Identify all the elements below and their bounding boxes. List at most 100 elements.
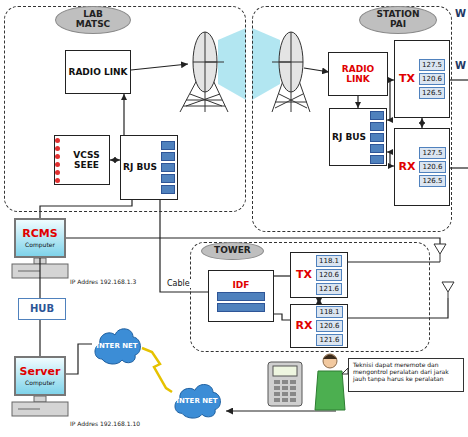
box-label: RADIO LINK [329,64,387,85]
port-bar [370,122,384,131]
key [282,392,288,396]
receiver-box: RX127.5 120.6 126.5 [394,128,450,206]
frequency-cell: 120.6 [316,269,342,281]
dish-antenna [272,32,310,112]
region-outline: LAB MATSC RADIO LINK VCSS SEEE RJ BUS [4,6,246,212]
key [290,380,296,384]
frequency-column: 127.5 120.6 126.5 [419,146,445,188]
button-dot [55,154,60,159]
idf-box: IDF [208,270,274,322]
connector [110,159,120,160]
connector [160,200,208,292]
technician-figure [315,354,348,410]
port-bar [370,155,384,164]
transmitter-box: TX 127.5 120.6 126.5 [394,40,450,118]
cropped-letter: W [455,60,466,71]
rj-bus-box: RJ BUS [329,108,387,166]
frequency-cell: 127.5 [419,59,445,71]
frequency-cell: 126.5 [419,87,445,99]
cloud-label: INTER NET [176,397,217,405]
telephone [268,362,302,406]
frequency-cell: 127.5 [419,147,445,159]
key [282,398,288,402]
frequency-cell: 118.1 [316,255,342,267]
microwave-beam [218,28,280,100]
rj-bus-box: RJ BUS [120,135,178,200]
vcss-box: VCSS SEEE [54,135,110,185]
cropped-letter: W [455,8,466,19]
band-label: RX [399,161,416,174]
computer-monitor: ServerComputer [14,356,66,396]
button-column [55,136,60,184]
port-bar [161,152,175,161]
patch-bar [217,303,265,312]
button-dot [55,162,60,167]
button-dot [55,146,60,151]
ip-address: IP Addres 192.168.1.10 [70,420,140,427]
frequency-column: 127.5 120.6 126.5 [419,58,445,100]
button-dot [55,170,60,175]
frequency-cell: 120.6 [316,320,342,332]
key [274,398,280,402]
frequency-cell: 121.6 [316,334,342,346]
note-box: Teknisi dapat meremote dan mengontrol pe… [348,358,464,392]
key [274,386,280,390]
band-label: TX [399,73,415,86]
computer-caption: Computer [25,379,55,386]
key [274,392,280,396]
port-bar [161,174,175,183]
region-outline: TOWERIDFTX118.1120.6121.6RX118.1120.6121… [190,242,430,352]
box-label: IDF [233,280,250,290]
connector [123,94,124,135]
port-bar [370,133,384,142]
connector [39,320,40,356]
connector [421,118,422,128]
connector [274,275,290,276]
note-text: Teknisi dapat meremote dan mengontrol pe… [353,362,459,383]
band-label: RX [296,320,313,333]
key [282,386,288,390]
hub-box: HUB [18,298,66,320]
frequency-cell: 126.5 [419,175,445,187]
frequency-cell: 118.1 [316,306,342,318]
computer-name: Server [20,366,61,379]
box-label: VCSS SEEE [64,150,109,171]
cloud-label: INTER NET [96,342,137,350]
port-bar [370,111,384,120]
connector [66,344,92,374]
port-column [161,140,175,195]
region-label: TOWER [201,242,264,260]
box-label: RJ BUS [123,162,157,172]
frequency-column: 118.1120.6121.6 [316,254,342,296]
connector [40,200,132,218]
key [282,380,288,384]
connector [274,314,290,320]
antenna-symbol [434,244,454,298]
connector [357,96,358,108]
internet-cloud: INTER NET [172,378,222,420]
frequency-column: 118.1 120.6 121.6 [316,305,342,347]
box-label: RJ BUS [332,132,366,142]
frequency-cell: 120.6 [419,161,445,173]
button-dot [55,178,60,183]
region-label: LAB MATSC [55,6,131,34]
computer-name: RCMS [22,228,57,241]
frequency-cell: 120.6 [419,73,445,85]
region-label: STATION PAI [359,6,437,34]
computer-caption: Computer [25,241,55,248]
key [290,398,296,402]
connector-label: Cable [166,279,191,288]
band-label: TX [296,269,312,282]
transmitter-box: TX118.1120.6121.6 [290,252,348,298]
connector [387,80,394,120]
port-bar [161,141,175,150]
connector [387,152,394,166]
box-label: RADIO LINK [68,67,127,77]
connector [142,348,172,392]
key [274,380,280,384]
port-bar [370,144,384,153]
receiver-box: RX118.1 120.6 121.6 [290,304,348,348]
radio-link-box: RADIO LINK [328,52,388,96]
